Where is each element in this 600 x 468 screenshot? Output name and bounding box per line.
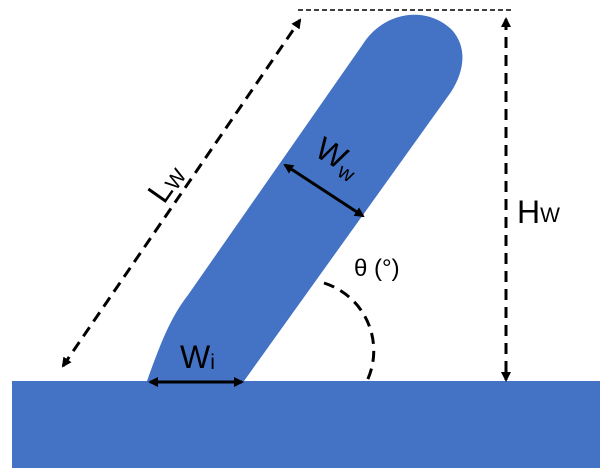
length-dimension-arrow xyxy=(61,18,302,368)
substrate xyxy=(12,381,600,468)
interface-width-label: Wi xyxy=(180,339,215,375)
wall-width-arrow xyxy=(283,163,365,218)
height-label: HW xyxy=(517,194,560,230)
angle-arc xyxy=(323,281,376,382)
inclined-wall xyxy=(147,14,463,382)
length-label: LW xyxy=(140,157,191,209)
angle-label: θ (°) xyxy=(354,255,400,282)
